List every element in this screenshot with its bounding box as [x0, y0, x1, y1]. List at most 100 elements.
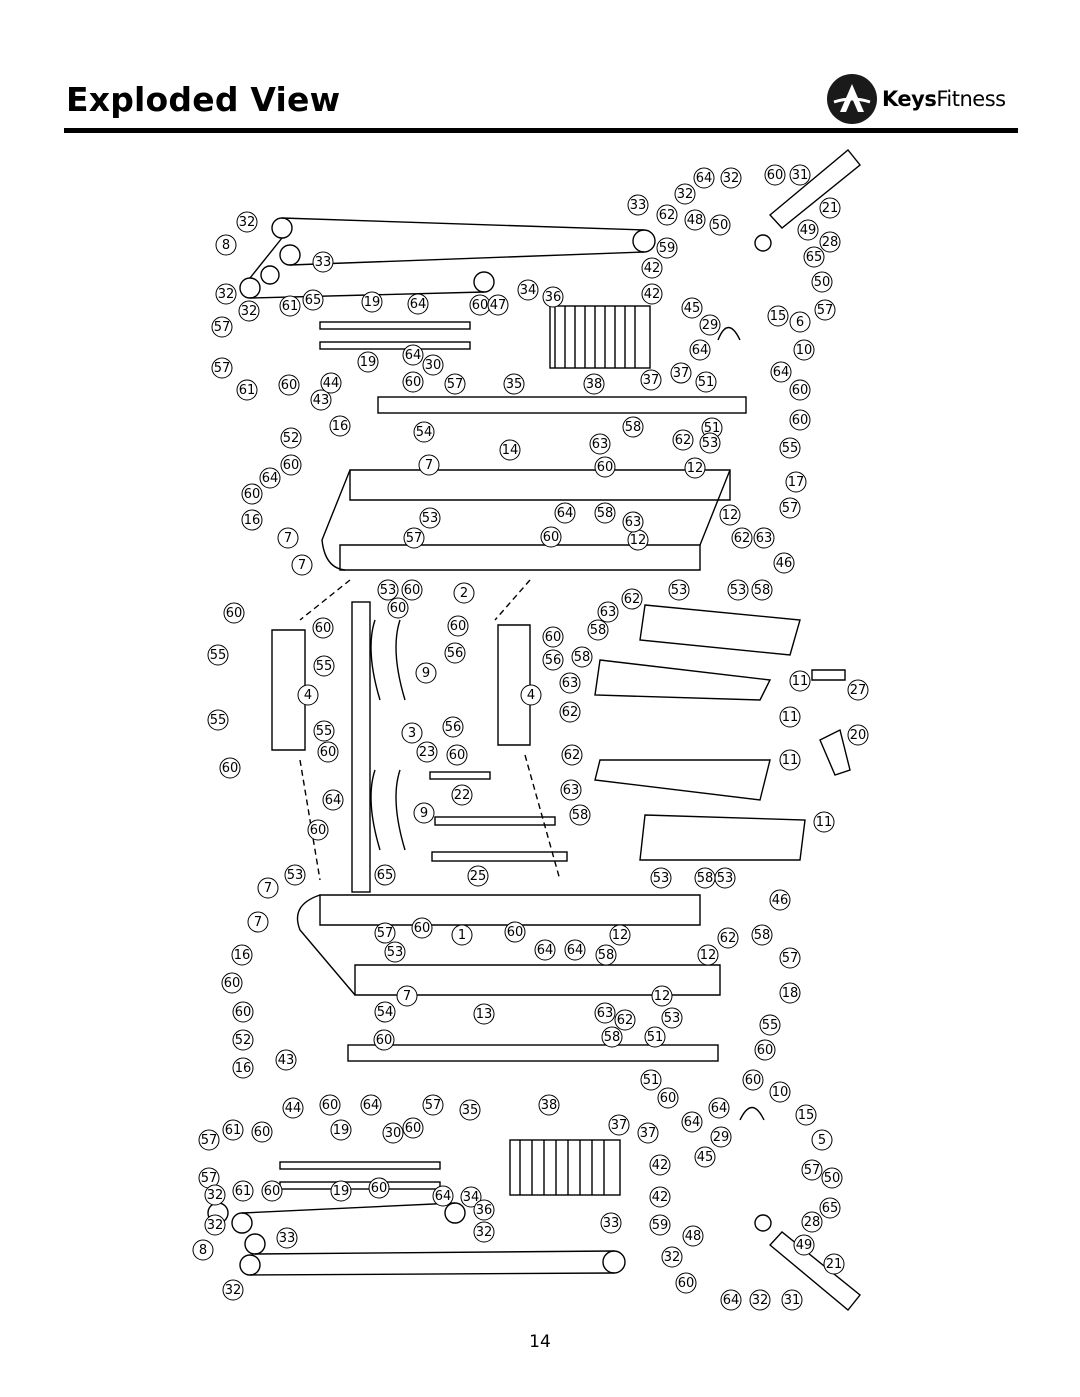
callout-58-lower-b: 58 — [601, 1026, 623, 1048]
callout-60-lower-f: 60 — [754, 1039, 776, 1061]
svg-text:60: 60 — [224, 976, 241, 991]
callout-9-mid: 9 — [415, 662, 437, 684]
svg-text:50: 50 — [824, 1171, 841, 1186]
callout-3-mid: 3 — [401, 722, 423, 744]
callout-55-mid-c: 55 — [313, 655, 335, 677]
svg-text:51: 51 — [704, 421, 721, 436]
assembly-line — [299, 759, 321, 881]
svg-text:7: 7 — [425, 458, 433, 473]
svg-text:64: 64 — [435, 1189, 452, 1204]
callout-53-upper-e: 53 — [727, 579, 749, 601]
svg-text:57: 57 — [447, 377, 464, 392]
callout-11-mid-d: 11 — [813, 811, 835, 833]
callout-16-upper-b: 16 — [241, 509, 263, 531]
svg-text:62: 62 — [734, 531, 751, 546]
callout-62-upper-b: 62 — [672, 429, 694, 451]
callout-64-lower-f: 64 — [720, 1289, 742, 1311]
cover-11-a — [639, 604, 801, 656]
svg-text:64: 64 — [773, 365, 790, 380]
tube-9-lower-b — [395, 769, 406, 851]
svg-text:62: 62 — [659, 208, 676, 223]
callout-32-lower-f: 32 — [222, 1279, 244, 1301]
svg-text:34: 34 — [520, 283, 537, 298]
callout-37-lower: 37 — [608, 1114, 630, 1136]
svg-text:15: 15 — [798, 1108, 815, 1123]
svg-text:60: 60 — [597, 460, 614, 475]
svg-text:11: 11 — [782, 753, 799, 768]
callout-7-lower-c: 7 — [396, 985, 418, 1007]
svg-text:60: 60 — [222, 761, 239, 776]
callout-60-lower-i: 60 — [742, 1069, 764, 1091]
callout-65-lower: 65 — [819, 1197, 841, 1219]
svg-text:47: 47 — [490, 298, 507, 313]
svg-text:57: 57 — [804, 1163, 821, 1178]
callout-64-upper-d: 64 — [689, 339, 711, 361]
callout-10-lower: 10 — [769, 1081, 791, 1103]
svg-text:32: 32 — [677, 187, 694, 202]
pulley-upper-2 — [279, 244, 301, 266]
svg-text:37: 37 — [673, 366, 690, 381]
svg-text:60: 60 — [315, 621, 332, 636]
callout-9-mid-b: 9 — [413, 802, 435, 824]
svg-text:64: 64 — [696, 171, 713, 186]
callout-27-mid: 27 — [847, 679, 869, 701]
svg-text:16: 16 — [244, 513, 261, 528]
svg-text:49: 49 — [800, 223, 817, 238]
frame-upper-curve — [321, 469, 351, 571]
callout-60-upper-e: 60 — [789, 379, 811, 401]
svg-text:55: 55 — [210, 648, 227, 663]
callout-53-upper-c: 53 — [699, 432, 721, 454]
callout-47-upper: 47 — [487, 294, 509, 316]
svg-text:46: 46 — [772, 893, 789, 908]
svg-text:60: 60 — [449, 748, 466, 763]
svg-text:60: 60 — [660, 1091, 677, 1106]
svg-text:58: 58 — [597, 506, 614, 521]
svg-text:63: 63 — [600, 605, 617, 620]
callout-28-lower: 28 — [801, 1211, 823, 1233]
svg-text:63: 63 — [592, 437, 609, 452]
svg-text:11: 11 — [792, 674, 809, 689]
svg-text:12: 12 — [700, 948, 717, 963]
svg-text:60: 60 — [543, 530, 560, 545]
svg-text:53: 53 — [664, 1011, 681, 1026]
svg-text:49: 49 — [796, 1238, 813, 1253]
svg-text:60: 60 — [792, 383, 809, 398]
callout-35-lower: 35 — [459, 1099, 481, 1121]
frame-upper-bottom — [339, 544, 701, 571]
callout-12-upper-c: 12 — [627, 529, 649, 551]
callout-11-mid-c: 11 — [779, 749, 801, 771]
callout-48-upper: 48 — [684, 209, 706, 231]
callout-14-upper: 14 — [499, 439, 521, 461]
svg-text:31: 31 — [784, 1293, 801, 1308]
svg-text:60: 60 — [283, 458, 300, 473]
callout-38-lower: 38 — [538, 1094, 560, 1116]
pulley-upper-1 — [271, 217, 293, 239]
svg-text:64: 64 — [410, 297, 427, 312]
callout-6-upper: 6 — [789, 311, 811, 333]
callout-56-mid: 56 — [444, 642, 466, 664]
svg-text:57: 57 — [425, 1098, 442, 1113]
callout-7-upper: 7 — [418, 454, 440, 476]
callout-32-upper-e: 32 — [720, 167, 742, 189]
callout-54-lower: 54 — [374, 1001, 396, 1023]
callout-32-upper: 32 — [236, 211, 258, 233]
callout-25-mid: 25 — [467, 865, 489, 887]
pin-23 — [429, 771, 491, 780]
svg-text:57: 57 — [782, 951, 799, 966]
beam-lower — [347, 1044, 719, 1062]
svg-text:63: 63 — [597, 1006, 614, 1021]
svg-text:19: 19 — [364, 295, 381, 310]
callout-55-mid-b: 55 — [207, 709, 229, 731]
callout-57-upper-e: 57 — [403, 527, 425, 549]
callout-60-mid-f: 60 — [447, 615, 469, 637]
callout-32-lower: 32 — [749, 1289, 771, 1311]
callout-36-upper: 36 — [542, 286, 564, 308]
svg-text:29: 29 — [702, 318, 719, 333]
svg-text:35: 35 — [506, 377, 523, 392]
svg-text:33: 33 — [279, 1231, 296, 1246]
callout-49-lower: 49 — [793, 1234, 815, 1256]
callout-labels: 8 32 32 57 57 61 60 33 32 61 65 19 64 60… — [192, 164, 869, 1311]
svg-text:43: 43 — [313, 393, 330, 408]
callout-57-lower-f: 57 — [198, 1167, 220, 1189]
callout-58-upper-c: 58 — [751, 579, 773, 601]
